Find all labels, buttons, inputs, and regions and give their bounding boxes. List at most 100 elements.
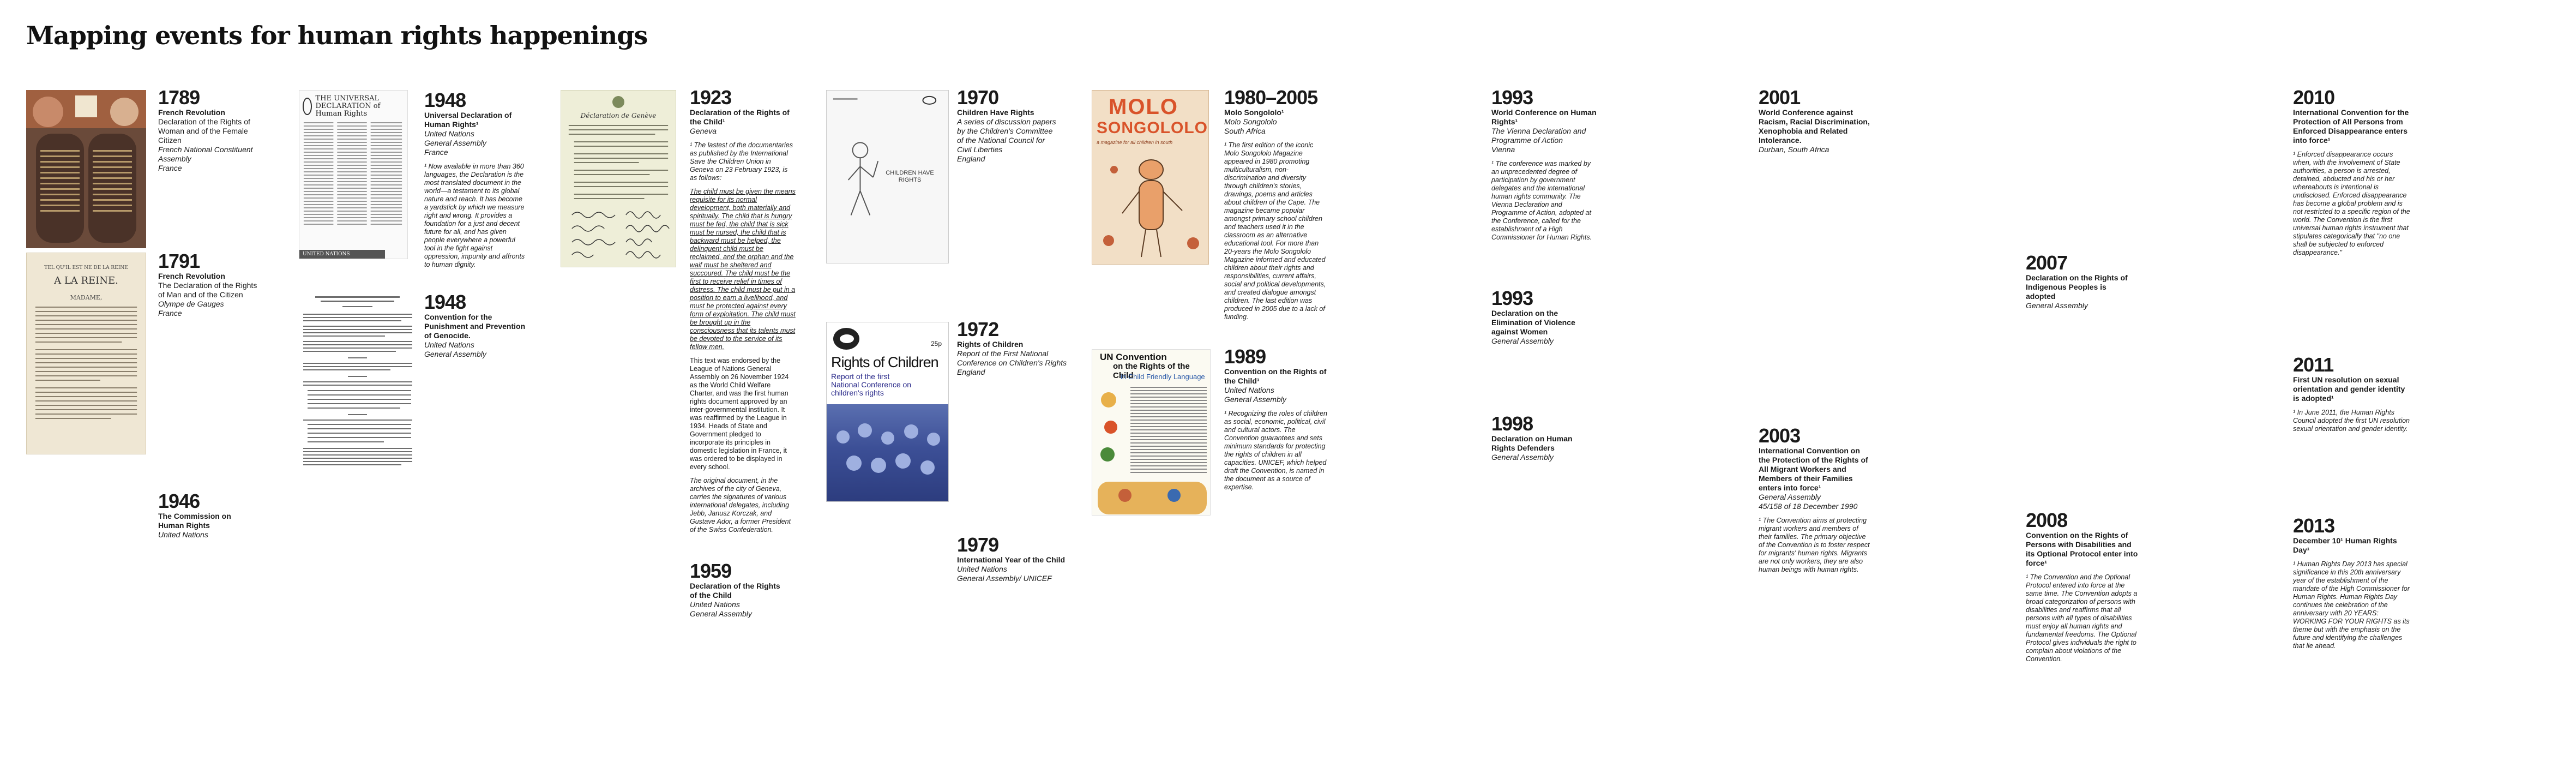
entry-org: Molo Songololo xyxy=(1224,117,1277,126)
entry-footnote: ¹ The first edition of the iconic Molo S… xyxy=(1224,141,1326,321)
decl1923-heading: Déclaration de Genève xyxy=(580,112,657,119)
roc1972-sub: Report of the first National Conference … xyxy=(831,372,912,397)
entry-year: 2013 xyxy=(2293,514,2335,537)
entry-title: The Commission on Human Rights xyxy=(158,512,231,530)
entry-1972: 1972 Rights of Children Report of the Fi… xyxy=(957,319,1077,377)
decl1791-heading2: A LA REINE. xyxy=(54,275,118,286)
entry-footnote: ¹ The Convention aims at protecting migr… xyxy=(1759,517,1870,573)
entry-footnote: ¹ Human Rights Day 2013 has special sign… xyxy=(2293,560,2410,650)
decl1791-heading1: TEL QU'IL EST NE DE LA REINE xyxy=(44,265,128,271)
entry-org: United Nations xyxy=(1224,386,1274,394)
entry-title: International Year of the Child xyxy=(957,555,1066,564)
un-emblem-icon xyxy=(303,98,312,115)
entry-title: Children Have Rights xyxy=(957,108,1034,117)
entry-title: French Revolution xyxy=(158,272,225,280)
page-title: Mapping events for human rights happenin… xyxy=(26,21,648,50)
entry-year: 2003 xyxy=(1759,424,1801,447)
entry-1989: 1989 Convention on the Rights of the Chi… xyxy=(1224,346,1328,492)
chr1970-heading: CHILDREN HAVE RIGHTS xyxy=(886,170,934,183)
entry-title: Convention for the Punishment and Preven… xyxy=(424,313,526,340)
entry-2013: 2013 December 10¹ Human Rights Day¹ ¹ Hu… xyxy=(2293,516,2410,650)
entry-footnote: ¹ The lastest of the documentaries as pu… xyxy=(690,141,793,182)
entry-org: General Assembly xyxy=(1759,493,1821,501)
entry-org2: General Assembly xyxy=(424,350,486,358)
entry-2011: 2011 First UN resolution on sexual orien… xyxy=(2293,355,2410,433)
entry-year: 2011 xyxy=(2293,353,2334,376)
decl1791-salute: MADAME, xyxy=(70,294,103,301)
crc-child-friendly-poster-image: UN Convention on the Rights of the Child… xyxy=(1092,349,1211,516)
entry-2001: 2001 World Conference against Racism, Ra… xyxy=(1759,87,1870,154)
entry-1948-udhr: 1948 Universal Declaration of Human Righ… xyxy=(424,90,525,269)
entry-title: Declaration of the Rights of the Child xyxy=(690,582,780,600)
entry-1948-genocide: 1948 Convention for the Punishment and P… xyxy=(424,292,533,359)
roc1972-title: Rights of Children xyxy=(831,354,939,370)
declaration-1791-document-image: TEL QU'IL EST NE DE LA REINE A LA REINE.… xyxy=(26,253,146,454)
entry-year: 1791 xyxy=(158,250,200,272)
entry-org: United Nations xyxy=(158,530,208,539)
entry-2003: 2003 International Convention on the Pro… xyxy=(1759,426,1873,574)
entry-1980-2005: 1980–2005 Molo Songololo¹ Molo Songololo… xyxy=(1224,87,1328,321)
entry-title: Convention on the Rights of Persons with… xyxy=(2026,531,2138,567)
entry-place: Vienna xyxy=(1491,145,1515,154)
entry-year: 1923 xyxy=(690,86,732,109)
entry-year: 1989 xyxy=(1224,345,1266,368)
udhr-heading: THE UNIVERSAL DECLARATION of Human Right… xyxy=(315,94,381,118)
entry-org: United Nations xyxy=(690,600,740,609)
genocide-convention-document-image xyxy=(299,292,416,477)
entry-org: United Nations xyxy=(424,129,474,138)
entry-title: December 10¹ Human Rights Day¹ xyxy=(2293,536,2397,554)
entry-org: United Nations xyxy=(424,340,474,349)
geneva-declaration-1923-image: Déclaration de Genève xyxy=(561,90,676,267)
entry-subtitle: The Declaration of the Rights of Man and… xyxy=(158,281,257,299)
molo-songololo-magazine-image: MOLO SONGOLOLO a magazine for all childr… xyxy=(1092,90,1209,265)
entry-year: 1998 xyxy=(1491,412,1533,435)
crc-title1: UN Convention xyxy=(1100,352,1167,362)
entry-footnote: ¹ In June 2011, the Human Rights Council… xyxy=(2293,409,2410,433)
entry-title: Declaration of the Rights of the Child¹ xyxy=(690,108,790,126)
crc-title2: on the Rights of the Child xyxy=(1113,362,1190,380)
entry-title: International Convention for the Protect… xyxy=(2293,108,2409,145)
entry-org: French National Constituent Assembly xyxy=(158,145,253,163)
entry-year: 1970 xyxy=(957,86,999,109)
entry-title: International Convention on the Protecti… xyxy=(1759,446,1868,492)
entry-1979: 1979 International Year of the Child Uni… xyxy=(957,535,1077,583)
entry-2010: 2010 International Convention for the Pr… xyxy=(2293,87,2410,257)
entry-1791: 1791 French Revolution The Declaration o… xyxy=(158,251,262,318)
entry-org: Report of the First National Conference … xyxy=(957,349,1067,367)
entry-footnote: ¹ The conference was marked by an unprec… xyxy=(1491,160,1592,241)
entry-title: World Conference on Human Rights¹ xyxy=(1491,108,1597,126)
molo-title2: SONGOLOLO xyxy=(1097,119,1208,137)
entry-org: A series of discussion papers by the Chi… xyxy=(957,117,1056,154)
entry-1959: 1959 Declaration of the Rights of the Ch… xyxy=(690,561,788,619)
entry-org: General Assembly xyxy=(2026,301,2088,310)
entry-year: 2010 xyxy=(2293,86,2335,109)
entry-year: 1948 xyxy=(424,291,466,313)
entry-year: 1959 xyxy=(690,560,732,582)
entry-year: 1980–2005 xyxy=(1224,86,1318,109)
entry-title: Rights of Children xyxy=(957,340,1024,349)
entry-footnote: ¹ Enforced disappearance occurs when, wi… xyxy=(2293,151,2410,256)
entry-1970: 1970 Children Have Rights A series of di… xyxy=(957,87,1058,164)
entry-2008: 2008 Convention on the Rights of Persons… xyxy=(2026,510,2140,663)
children-have-rights-1970-image: CHILDREN HAVE RIGHTS xyxy=(826,90,949,263)
entry-title: Declaration on the Rights of Indigenous … xyxy=(2026,273,2128,301)
entry-1993-violence: 1993 Declaration on the Elimination of V… xyxy=(1491,288,1598,346)
entry-footnote: ¹ Recognizing the roles of children as s… xyxy=(1224,410,1327,491)
entry-subtitle: Declaration of the Rights of Woman and o… xyxy=(158,117,250,145)
entry-title: First UN resolution on sexual orientatio… xyxy=(2293,375,2405,403)
entry-title: French Revolution xyxy=(158,108,225,117)
rights-of-children-1972-report-image: 25p Rights of Children Report of the fir… xyxy=(826,322,949,502)
entry-org: General Assembly xyxy=(1491,337,1554,345)
geneva-seal-icon xyxy=(612,96,624,108)
entry-title: Declaration on the Elimination of Violen… xyxy=(1491,309,1575,336)
entry-title: Molo Songololo¹ xyxy=(1224,108,1284,117)
entry-1993-vienna: 1993 World Conference on Human Rights¹ T… xyxy=(1491,87,1598,242)
entry-2007: 2007 Declaration on the Rights of Indige… xyxy=(2026,253,2135,310)
entry-place: England xyxy=(957,154,985,163)
entry-title: Declaration on Human Rights Defenders xyxy=(1491,434,1573,452)
entry-org2: General Assembly xyxy=(424,139,486,147)
entry-1998: 1998 Declaration on Human Rights Defende… xyxy=(1491,414,1598,462)
entry-place: South Africa xyxy=(1224,127,1266,135)
entry-org: Durban, South Africa xyxy=(1759,145,1829,154)
entry-year: 1946 xyxy=(158,490,200,512)
